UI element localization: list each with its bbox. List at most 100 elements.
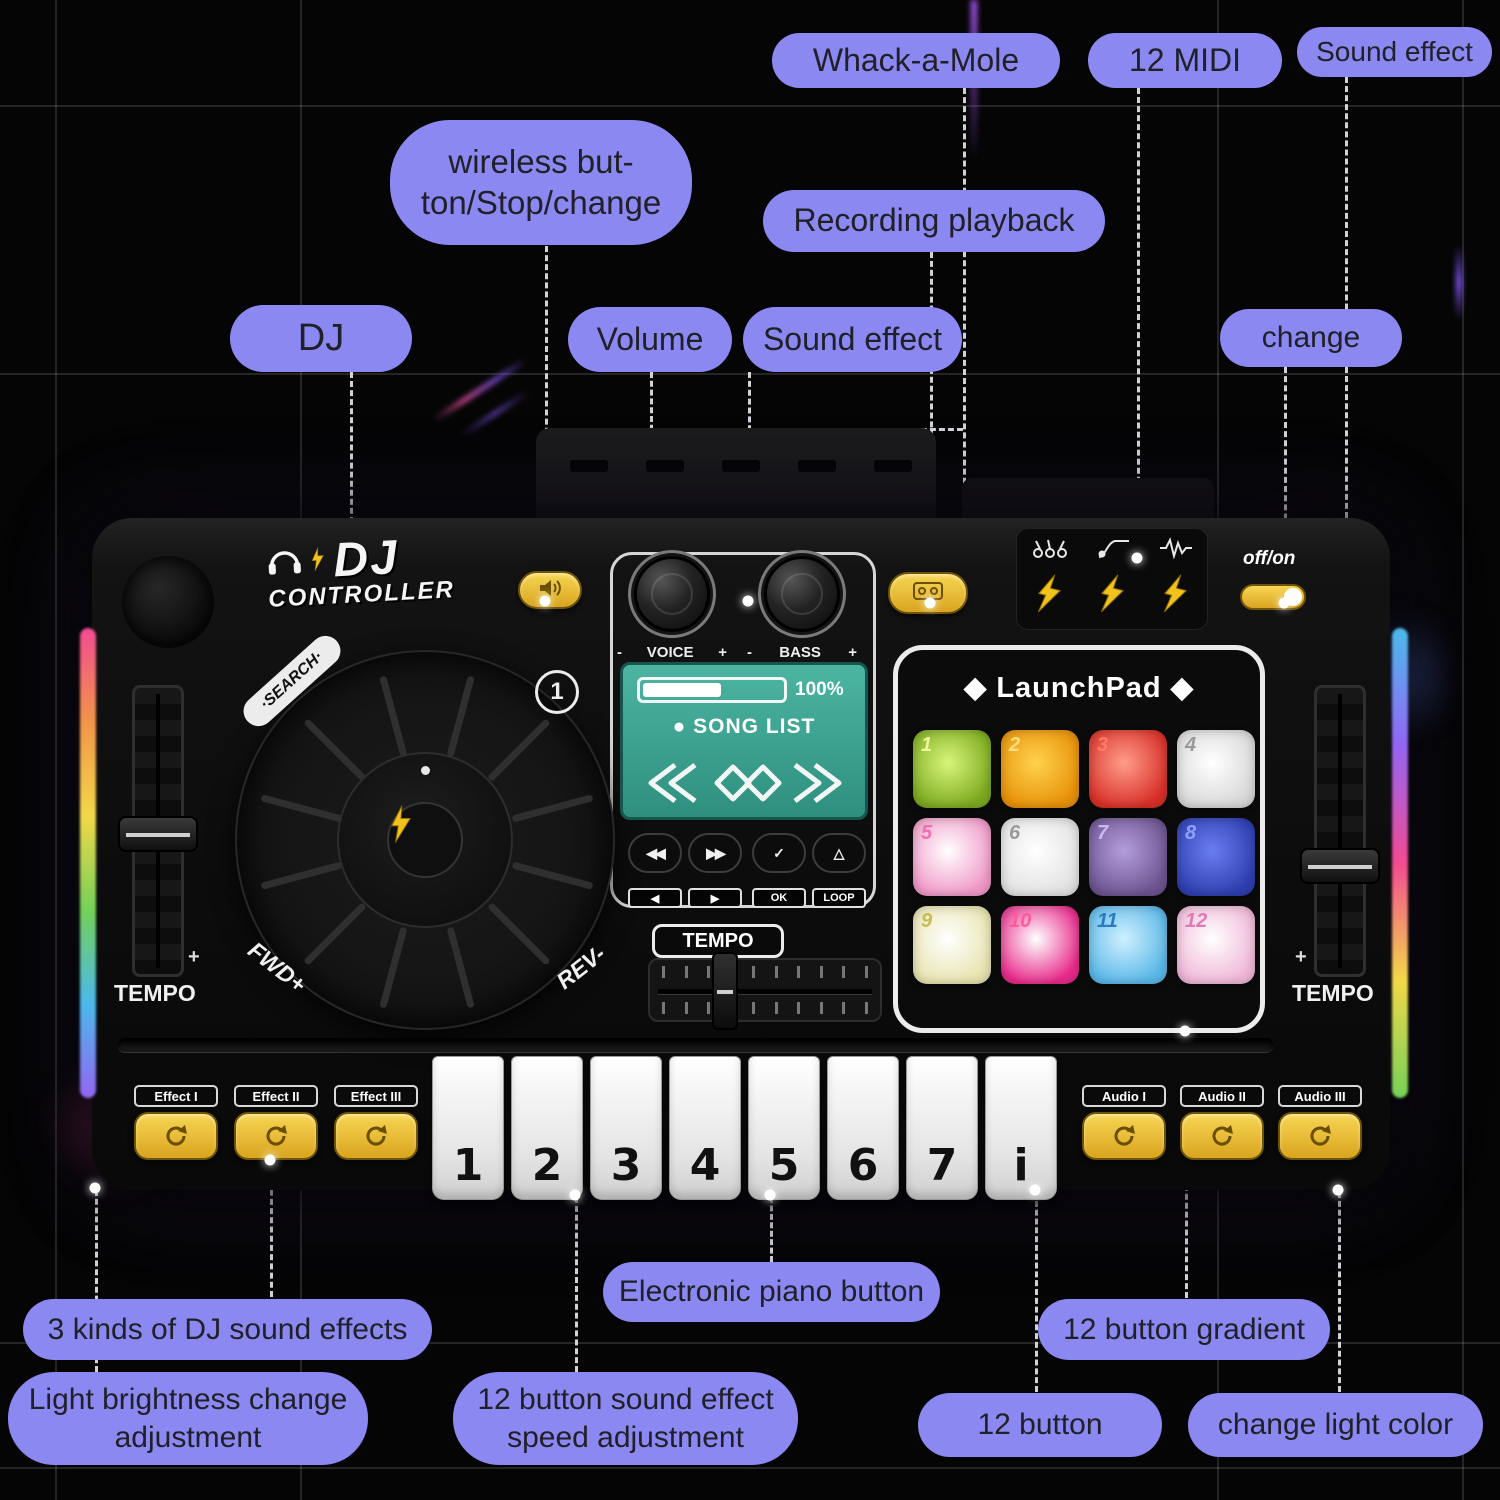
launchpad-pad-4[interactable]: 4: [1177, 730, 1255, 808]
audio-3-button[interactable]: [1278, 1112, 1362, 1160]
callout-text: change: [1261, 321, 1361, 355]
lightning-pad-button[interactable]: [1036, 572, 1062, 621]
callout-dj: DJ: [230, 305, 412, 372]
jog-spokes: [261, 676, 593, 1008]
tempo-slider[interactable]: [648, 952, 882, 1030]
launchpad-pad-7[interactable]: 7: [1089, 818, 1167, 896]
piano-key-4[interactable]: 4: [669, 1056, 741, 1200]
launchpad-pad-6[interactable]: 6: [1001, 818, 1079, 896]
wireless-stop-change-button[interactable]: [518, 571, 582, 609]
minus-mark: -: [747, 644, 752, 661]
audio-2-button[interactable]: [1180, 1112, 1264, 1160]
midi-lightning-panel: [1016, 528, 1208, 630]
effect-3-button[interactable]: [334, 1112, 418, 1160]
mixer-module-outline: [610, 552, 876, 908]
voice-knob[interactable]: [634, 556, 710, 632]
pad-number: 5: [921, 822, 933, 844]
rewind-button[interactable]: ◀◀: [628, 833, 682, 873]
effect-3-label: Effect III: [334, 1085, 418, 1107]
grid-line: [55, 0, 57, 1500]
piano-key-1[interactable]: 1: [432, 1056, 504, 1200]
launchpad-pad-3[interactable]: 3: [1089, 730, 1167, 808]
audio-1-button[interactable]: [1082, 1112, 1166, 1160]
launchpad-pad-9[interactable]: 9: [913, 906, 991, 984]
callout-text: 12 button gradient: [1063, 1312, 1305, 1346]
effect-2-button[interactable]: [234, 1112, 318, 1160]
plus-mark: +: [848, 644, 857, 661]
piano-key-label: 4: [689, 1140, 721, 1191]
piano-key-label: 3: [610, 1140, 642, 1191]
rotate-arrow-icon: [1212, 1125, 1233, 1146]
connector-dot: [539, 595, 551, 607]
rotate-arrow-icon: [166, 1125, 187, 1146]
piano-key-3[interactable]: 3: [590, 1056, 662, 1200]
right-tempo-label: TEMPO: [1292, 980, 1374, 1006]
fast-forward-button[interactable]: ▶▶: [688, 833, 742, 873]
launchpad-pad-12[interactable]: 12: [1177, 906, 1255, 984]
connector-dot: [264, 1154, 276, 1166]
piano-key-6[interactable]: 6: [827, 1056, 899, 1200]
connector-line: [350, 372, 353, 532]
piano-key-label: 6: [847, 1140, 879, 1191]
callout-12-button: 12 button: [918, 1393, 1162, 1457]
piano-key-label: 1: [452, 1140, 484, 1191]
lightning-pad-button[interactable]: [1162, 572, 1188, 621]
callout-sound-effect-center: Sound effect: [743, 307, 962, 372]
power-toggle[interactable]: [1240, 584, 1306, 610]
connector-line: [930, 252, 933, 570]
launchpad-pad-10[interactable]: 10: [1001, 906, 1079, 984]
connector-dot: [742, 595, 754, 607]
loop-label: LOOP: [812, 888, 866, 908]
prev-label: ◀: [628, 888, 682, 908]
callout-text: ton/Stop/change: [420, 183, 662, 221]
callout-text: 3 kinds of DJ sound effects: [47, 1312, 408, 1346]
connector-dot: [764, 1189, 776, 1201]
callout-12-midi: 12 MIDI: [1088, 33, 1282, 88]
callout-text: Electronic piano button: [618, 1275, 925, 1309]
tempo-ticks-bottom: [662, 1002, 868, 1014]
callout-light-brightness: Light brightness change adjustment: [8, 1372, 368, 1465]
callout-text: Volume: [596, 320, 704, 357]
effect-1-button[interactable]: [134, 1112, 218, 1160]
pad-number: 2: [1009, 734, 1021, 756]
right-tempo-fader[interactable]: [1300, 848, 1380, 884]
pad-number: 6: [1009, 822, 1021, 844]
rotate-arrow-icon: [1310, 1125, 1331, 1146]
right-light-strip: [1392, 628, 1408, 1098]
launchpad-pad-1[interactable]: 1: [913, 730, 991, 808]
audio-2-label: Audio II: [1180, 1085, 1264, 1107]
ok-button[interactable]: ✓: [752, 833, 806, 873]
launchpad-pad-5[interactable]: 5: [913, 818, 991, 896]
right-tempo-fader-track: [1314, 685, 1366, 977]
callout-text: speed adjustment: [507, 1420, 744, 1454]
piano-key-5[interactable]: 5: [748, 1056, 820, 1200]
connector-dot: [569, 1189, 581, 1201]
jog-wheel[interactable]: [235, 650, 615, 1030]
audio-3-label: Audio III: [1278, 1085, 1362, 1107]
launchpad-pad-8[interactable]: 8: [1177, 818, 1255, 896]
song-list-screen: 100% ● SONG LIST: [620, 662, 868, 820]
bass-knob[interactable]: [764, 556, 840, 632]
launchpad-pad-2[interactable]: 2: [1001, 730, 1079, 808]
voice-text: VOICE: [646, 644, 694, 661]
voice-knob-label: - VOICE +: [617, 644, 727, 661]
callout-text: Recording playback: [793, 202, 1075, 239]
connector-line: [1345, 77, 1348, 527]
left-tempo-fader[interactable]: [118, 816, 198, 852]
connector-line: [545, 246, 548, 570]
handle-slot: [570, 460, 608, 472]
launchpad-pad-11[interactable]: 11: [1089, 906, 1167, 984]
tempo-ticks-top: [662, 966, 868, 978]
lightning-pad-button[interactable]: [1099, 572, 1125, 621]
connector-line: [770, 1197, 773, 1262]
tempo-slider-knob[interactable]: [712, 952, 738, 1030]
loop-button[interactable]: △: [812, 833, 866, 873]
callout-text: 12 MIDI: [1128, 41, 1242, 78]
piano-key-i[interactable]: i: [985, 1056, 1057, 1200]
battery-progress-bar: [637, 677, 787, 703]
connector-dot: [924, 597, 936, 609]
piano-key-7[interactable]: 7: [906, 1056, 978, 1200]
piano-key-2[interactable]: 2: [511, 1056, 583, 1200]
device-stand: [962, 478, 1214, 522]
